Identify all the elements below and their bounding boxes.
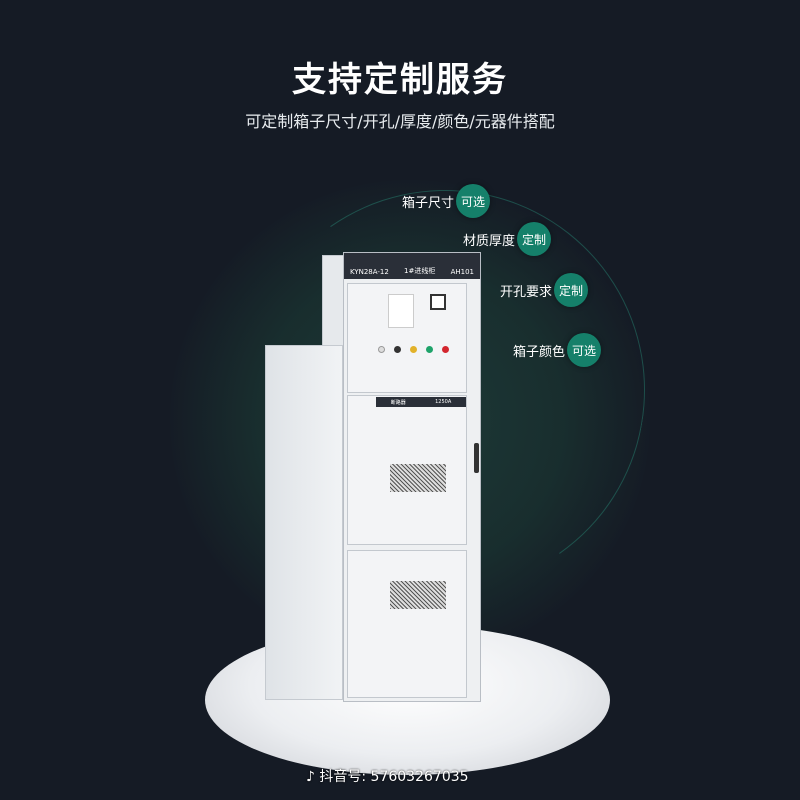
indicator-lamp [410,346,417,353]
watermark: ♪ 抖音号: 57603267035 [306,766,469,786]
selector-switch [394,346,401,353]
switchgear-cabinet: KYN28A-12 1#进线柜 AH101 断路器 1250A [343,252,481,702]
breaker-rating: 1250A [435,399,452,405]
indicator-lamp [442,346,449,353]
controller-screen [388,294,414,328]
breaker-label: 断路器 [390,399,406,406]
cable-door [347,550,467,698]
indicator-lamp [378,346,385,353]
breaker-door: 断路器 1250A [347,395,467,545]
breaker-plate: 断路器 1250A [376,397,466,407]
option-box-size: 箱子尺寸 可选 [402,184,491,218]
cabinet-code: AH101 [450,268,474,276]
meter-icon [430,294,446,310]
option-label: 箱子颜色 [513,344,566,360]
tiktok-icon: ♪ [306,769,315,785]
option-badge: 定制 [517,222,552,256]
option-color: 箱子颜色 可选 [513,333,602,367]
cabinet-header: KYN28A-12 1#进线柜 AH101 [344,253,480,279]
page-title: 支持定制服务 [292,60,508,100]
option-badge: 可选 [567,333,602,367]
option-thickness: 材质厚度 定制 [463,222,552,256]
option-label: 开孔要求 [500,284,553,300]
cabinet-side-top [322,255,344,347]
instrument-door [347,283,467,393]
option-badge: 可选 [456,184,491,218]
vent-grille [390,464,446,492]
cabinet-name: 1#进线柜 [404,267,436,275]
watermark-text: 抖音号: 57603267035 [319,769,469,785]
indicator-lamp [426,346,433,353]
cabinet-side-panel [265,345,343,700]
option-holes: 开孔要求 定制 [500,273,589,307]
option-badge: 定制 [554,273,589,307]
door-handle [474,443,479,473]
option-label: 箱子尺寸 [402,195,455,211]
page-subtitle: 可定制箱子尺寸/开孔/厚度/颜色/元器件搭配 [245,112,555,131]
vent-grille [390,581,446,609]
cabinet-model: KYN28A-12 [350,268,389,276]
option-label: 材质厚度 [463,233,516,249]
